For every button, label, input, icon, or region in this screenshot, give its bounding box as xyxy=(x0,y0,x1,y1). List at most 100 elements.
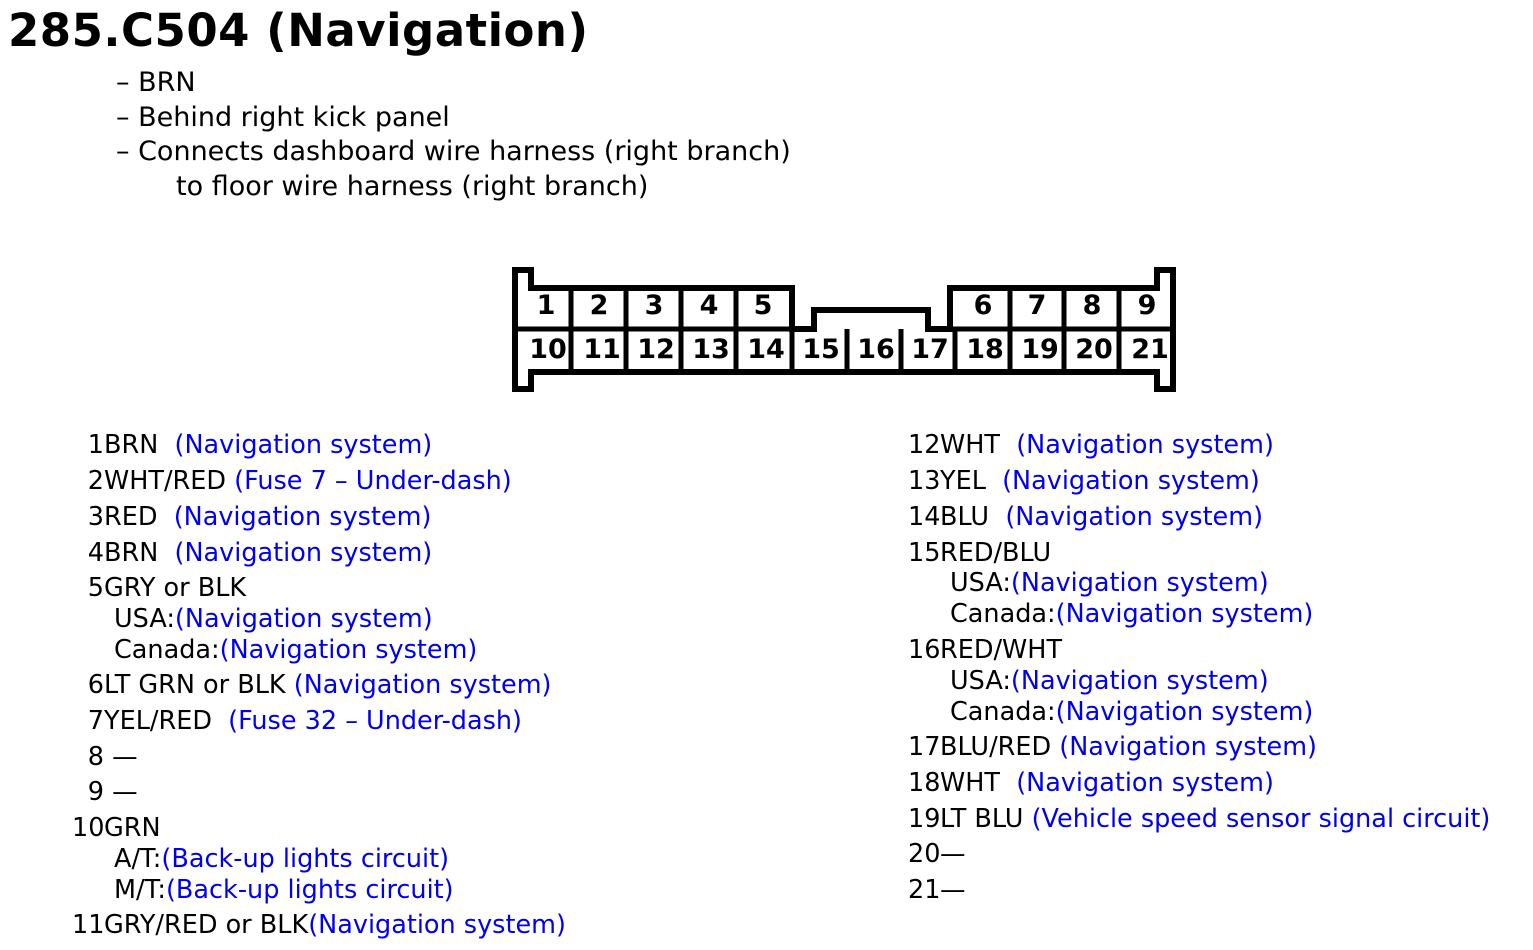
pin-number: 5 xyxy=(87,573,104,603)
pin-region-label: Canada: xyxy=(950,697,1056,727)
pin-detail-line: USA:(Navigation system) xyxy=(908,568,1269,598)
pin-number-18: 18 xyxy=(966,334,1004,365)
description-connects-continued: to floor wire harness (right branch) xyxy=(176,170,649,202)
pin-number: 19 xyxy=(908,804,941,834)
pin-wire-color: — xyxy=(940,839,966,869)
pin-wire-color: — xyxy=(104,742,138,772)
pin-number: 7 xyxy=(87,706,104,736)
circuit-reference-link[interactable]: (Navigation system) xyxy=(308,910,566,940)
pin-number: 13 xyxy=(908,466,941,496)
pin-entry: 3RED (Navigation system) xyxy=(72,502,432,532)
pin-wire-color: YEL/RED xyxy=(104,706,229,736)
circuit-reference-link[interactable]: (Back-up lights circuit) xyxy=(161,844,450,874)
pin-number-5: 5 xyxy=(754,290,773,321)
pin-entry: 13YEL (Navigation system) xyxy=(908,466,1260,496)
circuit-reference-link[interactable]: (Fuse 7 – Under-dash) xyxy=(234,466,512,496)
circuit-reference-link[interactable]: (Navigation system) xyxy=(174,604,433,634)
description-connects: – Connects dashboard wire harness (right… xyxy=(116,136,791,167)
connector-outline xyxy=(512,267,1176,392)
circuit-reference-link[interactable]: (Navigation system) xyxy=(174,538,433,568)
pin-number-6: 6 xyxy=(974,290,993,321)
description-color: – BRN xyxy=(116,67,196,98)
circuit-reference-link[interactable]: (Navigation system) xyxy=(1002,466,1260,496)
pin-wire-color: WHT xyxy=(940,768,1017,798)
circuit-reference-link[interactable]: (Navigation system) xyxy=(1010,666,1269,696)
pin-number-4: 4 xyxy=(700,290,719,321)
pin-region-label: M/T: xyxy=(114,875,166,905)
page-title: 285.C504 (Navigation) xyxy=(8,4,589,57)
pin-number: 9 xyxy=(87,777,104,807)
pin-number-21: 21 xyxy=(1131,334,1169,365)
circuit-reference-link[interactable]: (Navigation system) xyxy=(1016,768,1274,798)
pin-entry: 11GRY/RED or BLK(Navigation system) xyxy=(72,910,566,940)
pin-number-7: 7 xyxy=(1028,290,1047,321)
pin-entry: 4BRN (Navigation system) xyxy=(72,538,432,568)
connector-description: – BRN – Behind right kick panel – Connec… xyxy=(116,66,791,204)
pin-wire-color: GRN xyxy=(104,813,161,843)
pin-number-20: 20 xyxy=(1075,334,1113,365)
circuit-reference-link[interactable]: (Navigation system) xyxy=(174,430,433,460)
pin-wire-color: — xyxy=(940,875,966,905)
pin-number: 6 xyxy=(87,670,104,700)
pin-number-14: 14 xyxy=(747,334,785,365)
pin-entry: 8 — xyxy=(72,742,138,772)
pin-wire-color: RED/BLU xyxy=(940,538,1052,568)
pin-detail-line: USA:(Navigation system) xyxy=(908,666,1269,696)
pin-wire-color: — xyxy=(104,777,138,807)
circuit-reference-link[interactable]: (Navigation system) xyxy=(1010,568,1269,598)
pin-number: 18 xyxy=(908,768,941,798)
circuit-reference-link[interactable]: (Navigation system) xyxy=(293,670,552,700)
pin-entry: 7YEL/RED (Fuse 32 – Under-dash) xyxy=(72,706,522,736)
circuit-reference-link[interactable]: (Fuse 32 – Under-dash) xyxy=(228,706,523,736)
circuit-reference-link[interactable]: (Vehicle speed sensor signal circuit) xyxy=(1031,804,1491,834)
circuit-reference-link[interactable]: (Navigation system) xyxy=(173,502,432,532)
circuit-reference-link[interactable]: (Navigation system) xyxy=(1055,599,1314,629)
pin-number-9: 9 xyxy=(1138,290,1157,321)
circuit-reference-link[interactable]: (Navigation system) xyxy=(1059,732,1317,762)
pin-entry: 17BLU/RED (Navigation system) xyxy=(908,732,1317,762)
pin-number: 4 xyxy=(87,538,104,568)
pin-entry: 6LT GRN or BLK (Navigation system) xyxy=(72,670,552,700)
circuit-reference-link[interactable]: (Navigation system) xyxy=(1016,430,1274,460)
circuit-reference-link[interactable]: (Navigation system) xyxy=(219,635,478,665)
pin-entry: 14BLU (Navigation system) xyxy=(908,502,1263,532)
circuit-reference-link[interactable]: (Navigation system) xyxy=(1055,697,1314,727)
description-location: – Behind right kick panel xyxy=(116,101,450,133)
pin-wire-color: WHT xyxy=(940,430,1017,460)
pin-region-label: Canada: xyxy=(114,635,220,665)
connector-cell-dividers xyxy=(515,288,1173,372)
pin-detail-line: Canada:(Navigation system) xyxy=(908,599,1313,629)
pin-wire-color: BRN xyxy=(104,430,175,460)
pin-number-19: 19 xyxy=(1021,334,1059,365)
pin-number-1: 1 xyxy=(537,290,556,321)
pin-number-3: 3 xyxy=(645,290,664,321)
pin-number-13: 13 xyxy=(692,334,730,365)
pin-wire-color: GRY/RED or BLK xyxy=(104,910,309,940)
pin-detail-line: M/T:(Back-up lights circuit) xyxy=(72,875,454,905)
circuit-reference-link[interactable]: (Back-up lights circuit) xyxy=(165,875,454,905)
pin-number: 21 xyxy=(908,875,941,905)
pin-detail-line: USA:(Navigation system) xyxy=(72,604,433,634)
pin-detail-line: A/T:(Back-up lights circuit) xyxy=(72,844,449,874)
pin-number-17: 17 xyxy=(911,334,949,365)
pin-entry: 15RED/BLU xyxy=(908,538,1051,568)
pin-number: 17 xyxy=(908,732,941,762)
pin-number: 2 xyxy=(87,466,104,496)
pin-number: 14 xyxy=(908,502,941,532)
pin-region-label: A/T: xyxy=(114,844,162,874)
pin-wire-color: BRN xyxy=(104,538,175,568)
pin-number: 16 xyxy=(908,635,941,665)
pin-number-11: 11 xyxy=(583,334,621,365)
pin-wire-color: LT BLU xyxy=(940,804,1032,834)
pin-number: 11 xyxy=(72,910,105,940)
pin-entry: 18WHT (Navigation system) xyxy=(908,768,1274,798)
pin-wire-color: WHT/RED xyxy=(104,466,235,496)
pin-entry: 2WHT/RED (Fuse 7 – Under-dash) xyxy=(72,466,512,496)
pin-number: 8 xyxy=(87,742,104,772)
pin-region-label: USA: xyxy=(950,568,1011,598)
pin-detail-line: Canada:(Navigation system) xyxy=(908,697,1313,727)
pin-number: 1 xyxy=(87,430,104,460)
pin-number-15: 15 xyxy=(802,334,840,365)
circuit-reference-link[interactable]: (Navigation system) xyxy=(1005,502,1264,532)
pin-detail-line: Canada:(Navigation system) xyxy=(72,635,477,665)
